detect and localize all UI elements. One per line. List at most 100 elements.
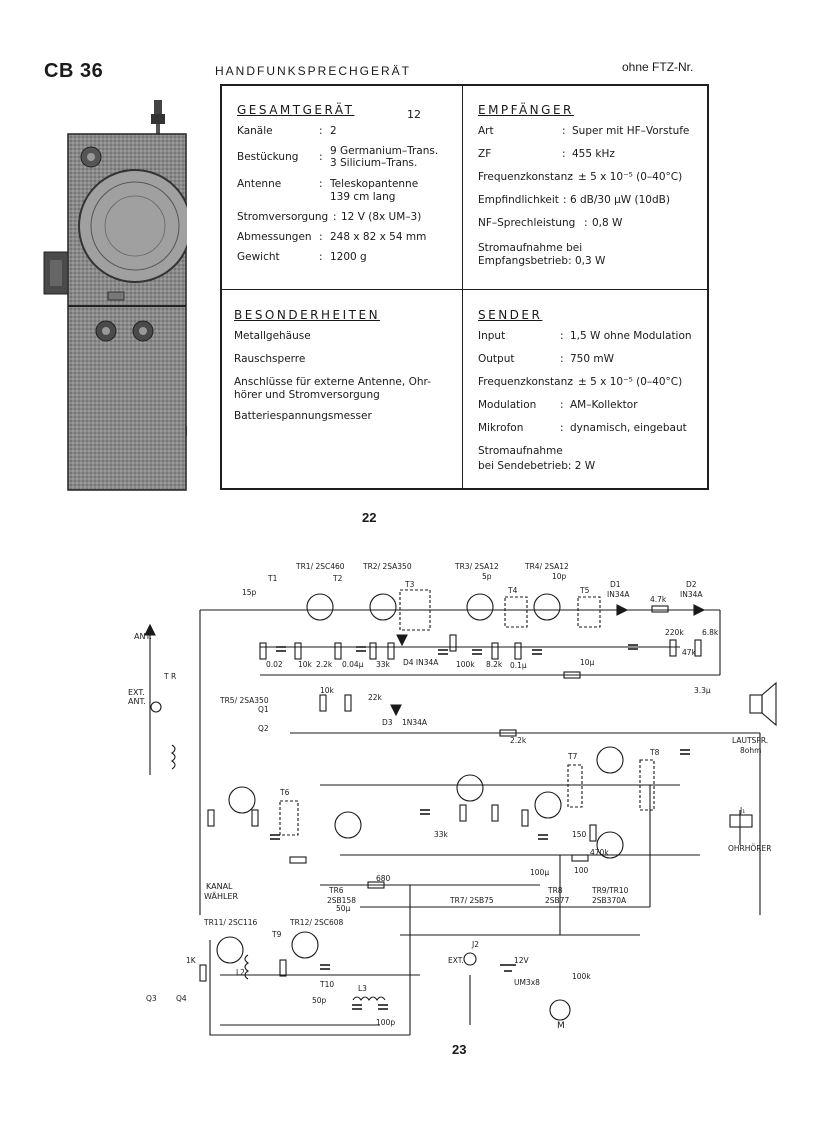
device-photo xyxy=(42,96,187,494)
t3-label: T3 xyxy=(404,580,415,589)
feature-item: Rauschsperre xyxy=(234,353,306,365)
spec-value: 12 V (8x UM–3) xyxy=(341,211,422,223)
feature-item: Batteriespannungsmesser xyxy=(234,410,372,422)
component-label: 3.3μ xyxy=(694,686,711,695)
spec-row: Kanäle:2 xyxy=(237,125,337,137)
spec-value-2: 139 cm lang xyxy=(330,191,396,203)
d3-type-label: 1N34A xyxy=(402,718,428,727)
spec-key: Frequenzkonstanz xyxy=(478,171,573,183)
section-empfaenger: EMPFÄNGER Art:Super mit HF–Vorstufe ZF:4… xyxy=(478,103,704,276)
component-label: 2.2k xyxy=(510,736,527,745)
component-label: 100μ xyxy=(530,868,549,877)
spec-key: ZF xyxy=(478,148,492,160)
speaker-impedance-label: 8ohm xyxy=(740,746,761,755)
tr4-label: TR4/ 2SA12 xyxy=(524,562,569,571)
j2-label: J2 xyxy=(471,940,479,949)
stromaufnahme-label-2: bei Sendebetrieb xyxy=(478,460,568,472)
component-label: 8.2k xyxy=(486,660,503,669)
component-label: 47k xyxy=(682,648,697,657)
t10-label: T10 xyxy=(319,980,334,989)
spec-value: 2 xyxy=(330,125,337,137)
component-label: 680 xyxy=(376,874,391,883)
q3-label: Q3 xyxy=(146,994,157,1003)
spec-row: Mikrofon:dynamisch, eingebaut xyxy=(478,422,687,434)
tr-switch-label: T R xyxy=(163,672,176,681)
l3-label: L3 xyxy=(358,984,367,993)
component-label: 6.8k xyxy=(702,628,719,637)
spec-value: dynamisch, eingebaut xyxy=(570,422,687,434)
section-title: EMPFÄNGER xyxy=(478,103,574,117)
spec-value: AM–Kollektor xyxy=(570,399,638,411)
meter-label: M xyxy=(557,1021,565,1031)
tr3-label: TR3/ 2SA12 xyxy=(454,562,499,571)
spec-value: 1200 g xyxy=(330,251,367,263)
component-label: 100k xyxy=(456,660,475,669)
page-number-top: 22 xyxy=(362,510,377,525)
t5-label: T5 xyxy=(579,586,590,595)
tr12-label: TR12/ 2SC608 xyxy=(289,918,344,927)
battery-type-label: UM3x8 xyxy=(514,978,540,987)
tr5-label: TR5/ 2SA350 xyxy=(219,696,269,705)
component-label: 50μ xyxy=(336,904,351,913)
tr2-label: TR2/ 2SA350 xyxy=(362,562,412,571)
spec-row: Input:1,5 W ohne Modulation xyxy=(478,330,692,342)
q4-label: Q4 xyxy=(176,994,187,1003)
spec-key: Stromversorgung xyxy=(237,211,329,223)
stromaufnahme-row: Empfangsbetrieb: 0,3 W xyxy=(478,255,606,267)
spec-value: Teleskopantenne xyxy=(330,178,419,190)
t6-label: T6 xyxy=(279,788,290,797)
tr7-label: TR7/ 2SB75 xyxy=(449,896,494,905)
d1-label: D1 xyxy=(610,580,621,589)
feature-item: Metallgehäuse xyxy=(234,330,311,342)
d1-type-label: IN34A xyxy=(607,590,630,599)
tr9-type-label: 2SB370A xyxy=(592,896,627,905)
component-label: 100 xyxy=(574,866,589,875)
stromaufnahme-label-2: Empfangsbetrieb xyxy=(478,255,569,267)
waehler-label: WÄHLER xyxy=(204,891,238,901)
spec-key: Modulation xyxy=(478,399,537,411)
tr9-label: TR9/TR10 xyxy=(591,886,629,895)
spec-table: GESAMTGERÄT Kanäle:2 Bestückung:9 German… xyxy=(220,84,709,490)
d2-label: D2 xyxy=(686,580,697,589)
section-sender: SENDER Input:1,5 W ohne Modulation Outpu… xyxy=(478,308,704,481)
tr8-label: TR8 xyxy=(547,886,563,895)
spec-key: Art xyxy=(478,125,494,137)
kanal-label: KANAL xyxy=(206,882,233,891)
section-title: SENDER xyxy=(478,308,543,322)
t8-label: T8 xyxy=(649,748,660,757)
spec-value: 248 x 82 x 54 mm xyxy=(330,231,427,243)
component-label: 5p xyxy=(482,572,492,581)
component-label: 0.04μ xyxy=(342,660,364,669)
spec-key: Gewicht xyxy=(237,251,280,263)
spec-key: Kanäle xyxy=(237,125,273,137)
t9-label: T9 xyxy=(271,930,282,939)
spec-value: 1,5 W ohne Modulation xyxy=(570,330,692,342)
circuit-schematic: TR1/ 2SC460 TR2/ 2SA350 TR3/ 2SA12 TR4/ … xyxy=(120,555,800,1055)
component-label: 50p xyxy=(312,996,327,1005)
component-label: 220k xyxy=(665,628,684,637)
document-title: HANDFUNKSPRECHGERÄT xyxy=(215,64,412,78)
pot-label: 100k xyxy=(572,972,591,981)
ext-power-label: EXT. xyxy=(448,956,464,965)
spec-key: Abmessungen xyxy=(237,231,312,243)
t4-label: T4 xyxy=(507,586,518,595)
component-label: 470k xyxy=(590,848,609,857)
spec-key: Frequenzkonstanz xyxy=(478,376,573,388)
spec-value: ± 5 x 10⁻⁵ (0–40°C) xyxy=(578,171,683,183)
spec-row: Gewicht:1200 g xyxy=(237,251,367,263)
component-label: 2.2k xyxy=(316,660,333,669)
spec-value: 6 dB/30 μW (10dB) xyxy=(570,194,670,206)
spec-value: ± 5 x 10⁻⁵ (0–40°C) xyxy=(578,376,683,388)
lautsprecher-label: LAUTSPR. xyxy=(732,736,768,745)
j1-label: J₁ xyxy=(739,806,745,815)
spec-key: Mikrofon xyxy=(478,422,524,434)
ext-ant-label: EXT. xyxy=(128,688,145,697)
spec-row: Modulation:AM–Kollektor xyxy=(478,399,638,411)
spec-value: 9 Germanium–Trans. xyxy=(330,145,439,157)
component-label: 4.7k xyxy=(650,595,667,604)
component-label: 150 xyxy=(572,830,587,839)
battery-voltage-label: 12V xyxy=(514,956,530,965)
component-label: 1K xyxy=(186,956,197,965)
d3-label: D3 xyxy=(382,718,393,727)
feature-item: hörer und Stromversorgung xyxy=(234,389,380,401)
